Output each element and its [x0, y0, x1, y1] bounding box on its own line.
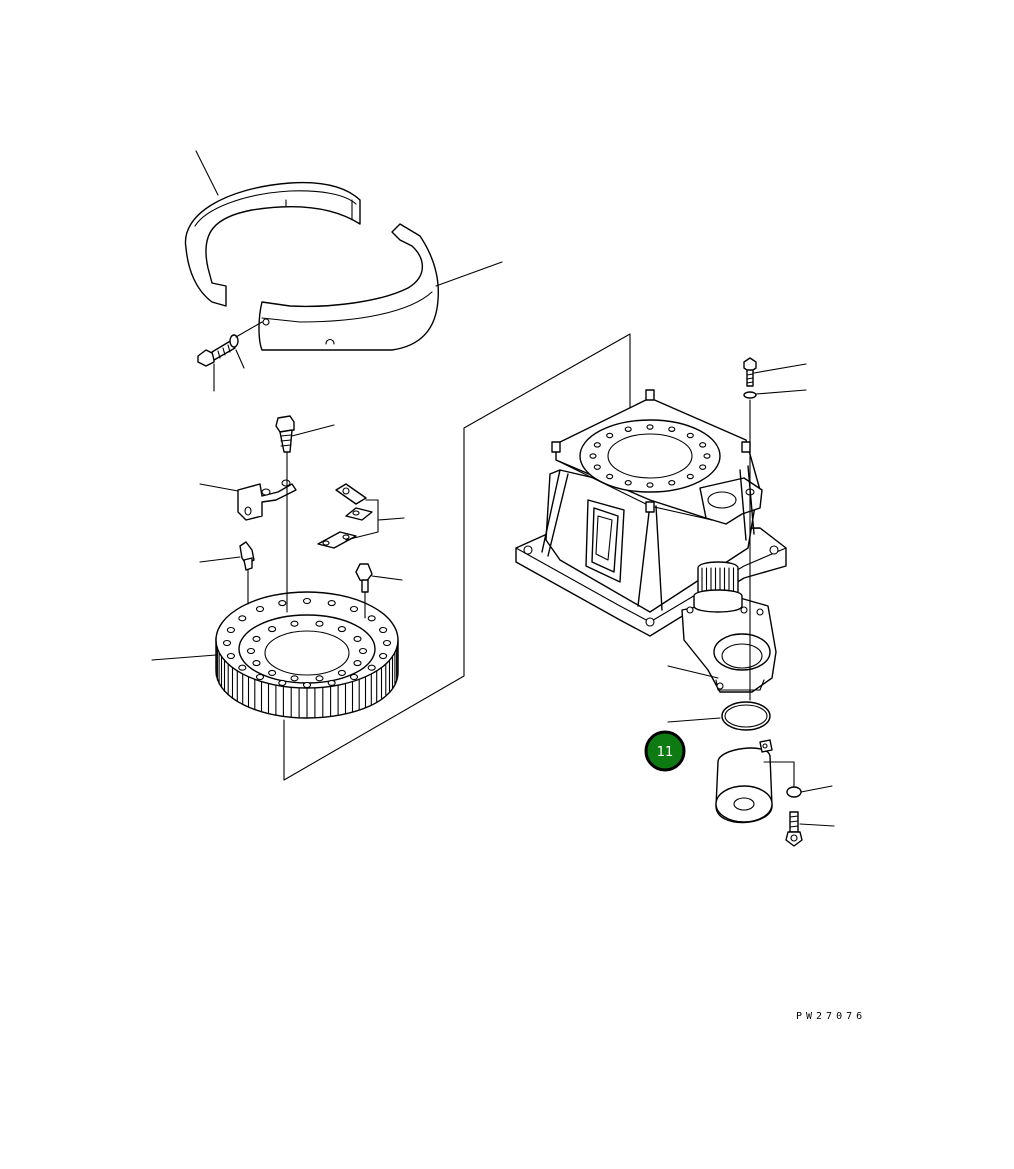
o-ring [667, 701, 771, 731]
cover-washer [786, 785, 833, 798]
assembly-outline [283, 333, 631, 781]
swing-motor [667, 561, 777, 693]
circle-bolt [275, 415, 335, 613]
callout-label: 11 [657, 745, 674, 760]
guard-bolt [197, 321, 263, 392]
drain-cover [715, 739, 795, 824]
grease-fitting-right [355, 563, 403, 619]
case-bolt [743, 357, 807, 701]
bracket-left [199, 479, 297, 521]
swing-guard [184, 150, 503, 351]
cover-bolt [785, 811, 835, 847]
drawing-number: PW27076 [796, 1011, 866, 1022]
bracket-right [317, 483, 405, 549]
swing-circle [151, 591, 399, 719]
callout-11[interactable]: 11 [644, 730, 686, 772]
grease-fitting-left [199, 541, 255, 605]
